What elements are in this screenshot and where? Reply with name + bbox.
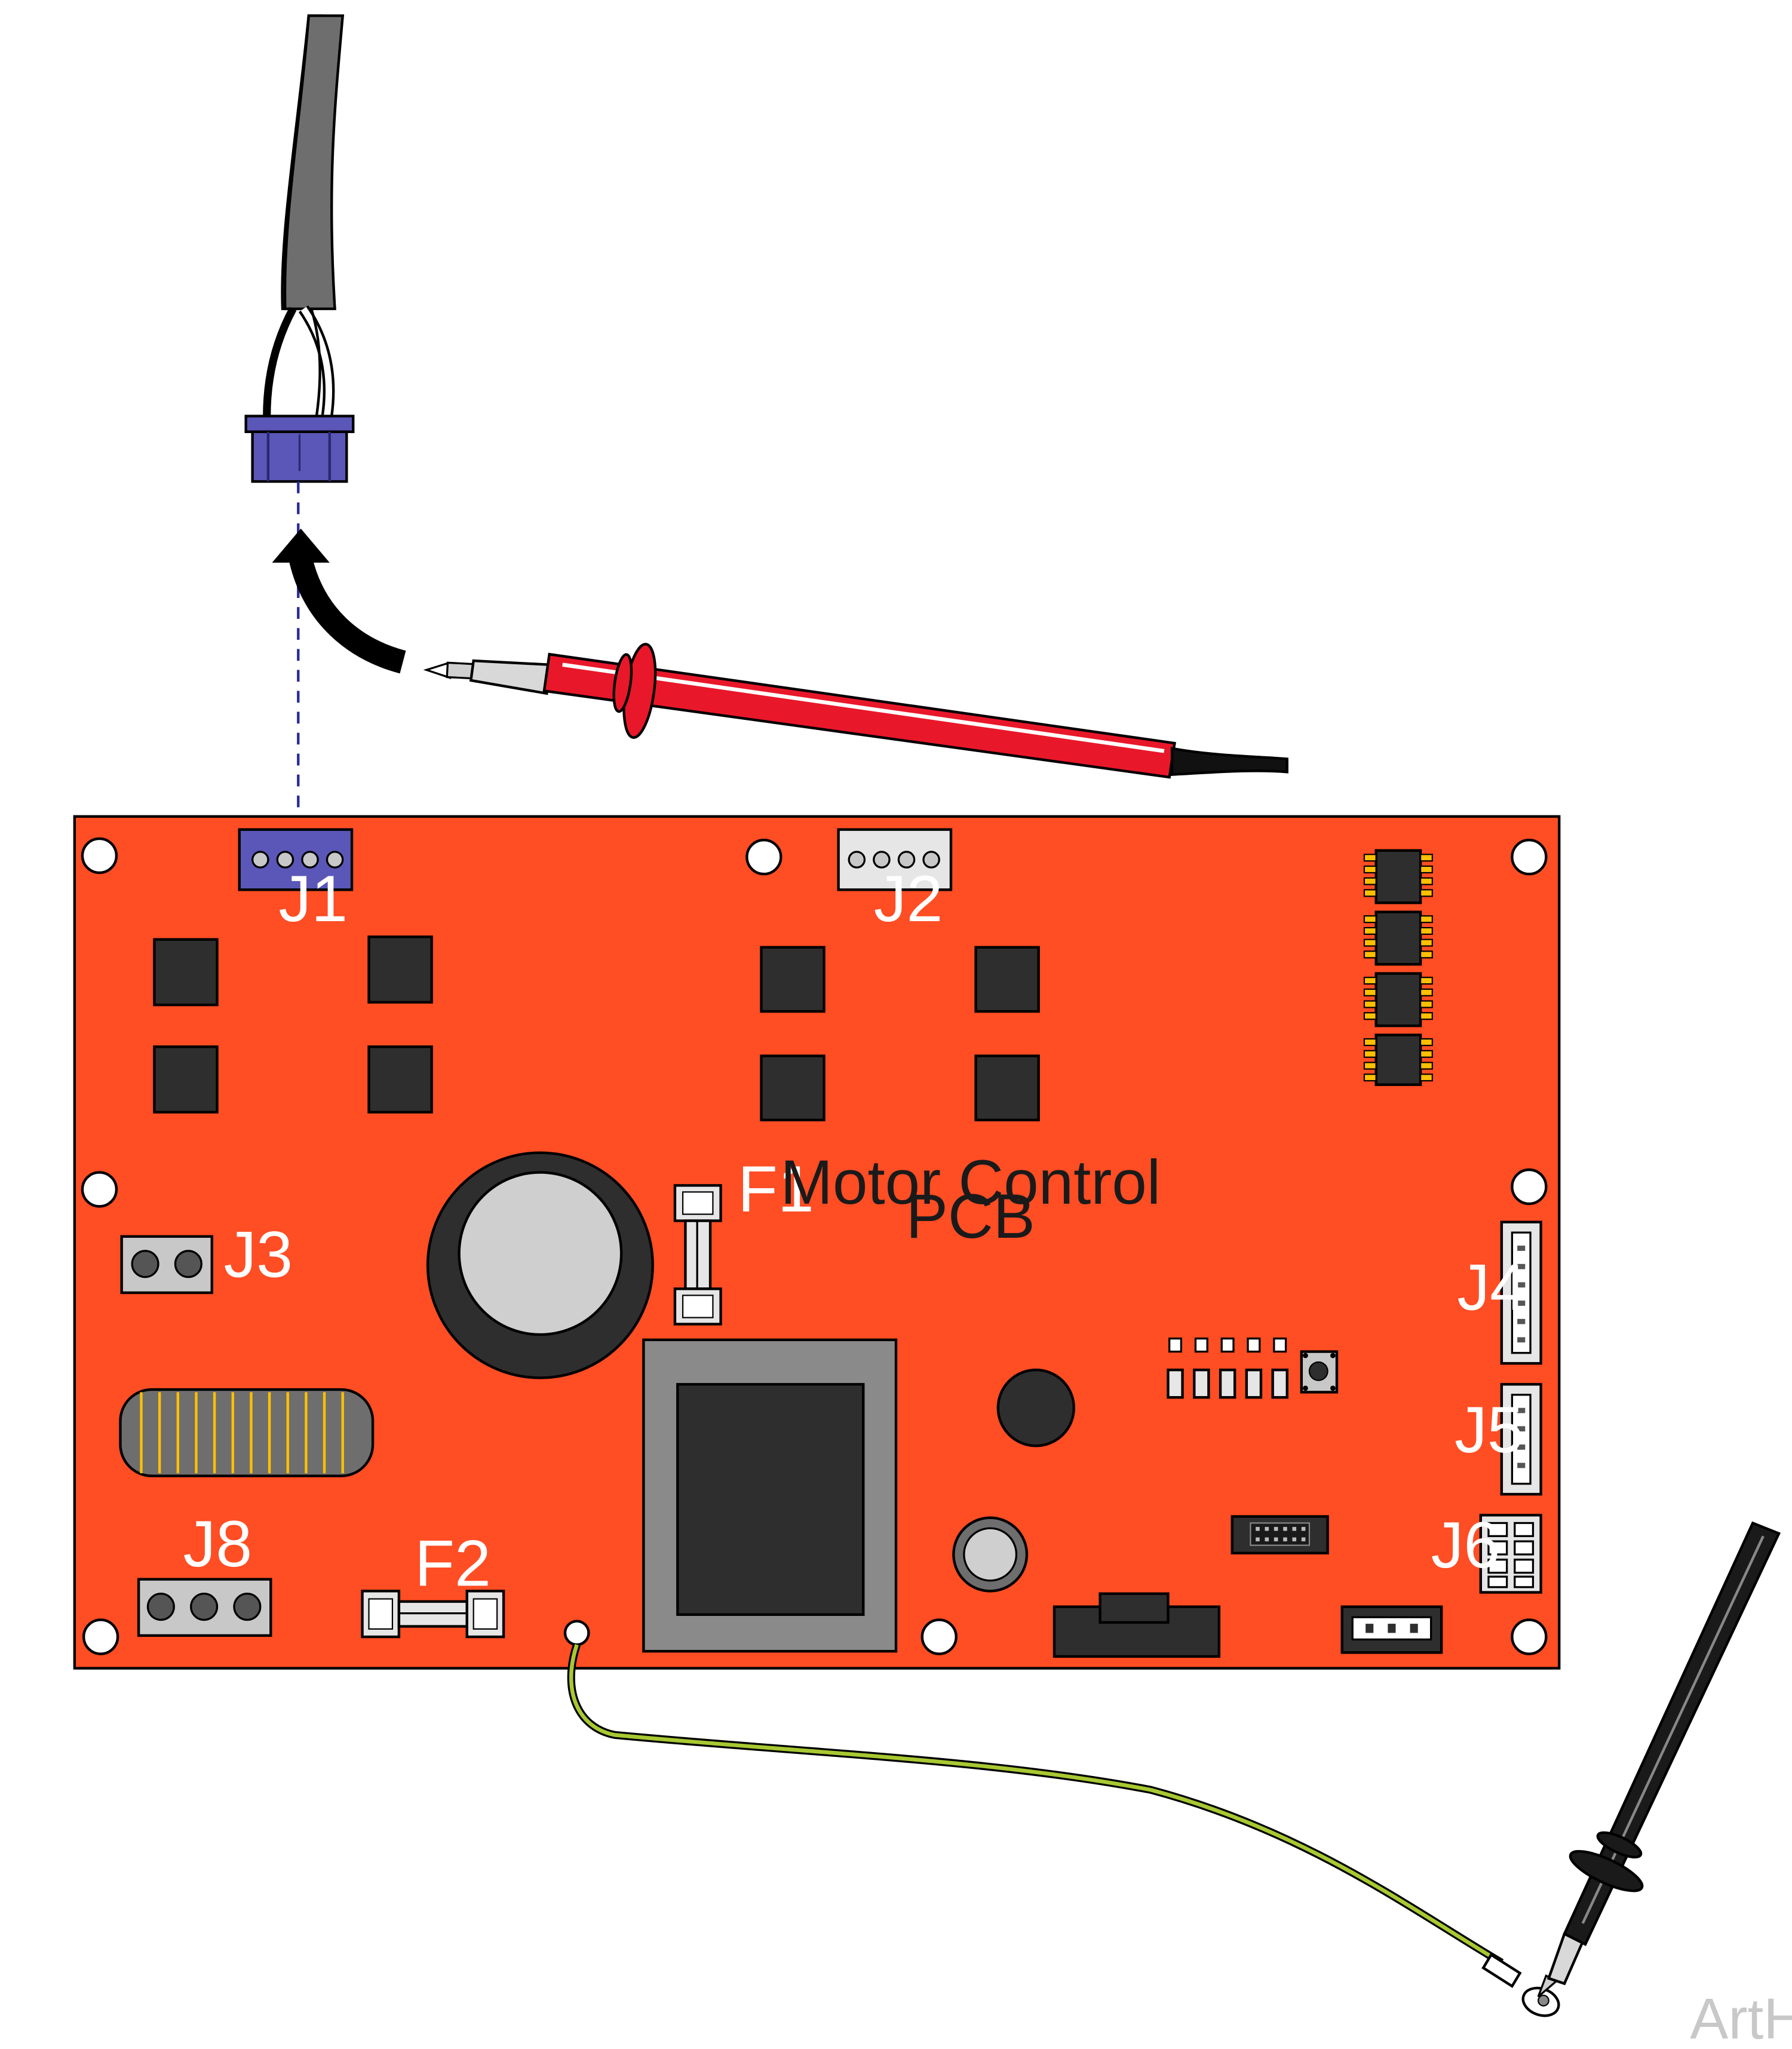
j2-header[interactable] — [837, 828, 953, 891]
f1-label: F1 — [738, 1153, 814, 1226]
red-test-probe-icon — [423, 643, 1288, 779]
j5-connector[interactable] — [1500, 1383, 1542, 1496]
ground-terminal[interactable] — [563, 1619, 590, 1646]
power-transistors — [153, 935, 1040, 1122]
ic-chip — [1363, 972, 1433, 1027]
f1-fuse[interactable] — [673, 1184, 722, 1326]
ic-chip — [1363, 849, 1433, 904]
j1-label: J1 — [278, 863, 348, 935]
pcb-title-line1: Motor Control — [780, 1148, 1161, 1217]
transformer — [642, 1338, 898, 1653]
j3-label: J3 — [223, 1219, 293, 1292]
black-wire — [263, 306, 297, 416]
ground-wire — [567, 1643, 1560, 2017]
j6-label: J6 — [1431, 1509, 1501, 1582]
j1-header[interactable] — [238, 828, 354, 891]
j1-cable-connector[interactable] — [244, 415, 355, 483]
j3-terminal[interactable] — [120, 1235, 213, 1295]
ic-chip — [1363, 1033, 1433, 1086]
push-button-switch[interactable] — [1300, 1350, 1339, 1394]
black-test-probe-icon — [1537, 1521, 1781, 1998]
j5-label: J5 — [1455, 1394, 1524, 1467]
buzzer — [952, 1516, 1029, 1593]
j8-terminal[interactable] — [137, 1578, 272, 1637]
large-capacitor — [426, 1151, 654, 1379]
bottom-header[interactable] — [1053, 1592, 1221, 1658]
round-component — [996, 1369, 1075, 1447]
direction-arrow-icon — [289, 557, 406, 674]
j8-label: J8 — [183, 1508, 253, 1581]
pcb-title-line2: PCB — [906, 1182, 1035, 1252]
j4-connector[interactable] — [1500, 1220, 1542, 1365]
credit-label: ArtHalf — [1690, 1987, 1792, 2049]
f2-fuse[interactable] — [361, 1590, 505, 1639]
led-array — [1167, 1338, 1288, 1399]
ribbon-header[interactable] — [1231, 1515, 1329, 1555]
ic-chips — [1363, 849, 1433, 1086]
mounting-holes — [81, 837, 1548, 1655]
inductor-coil — [119, 1388, 375, 1477]
cable-assembly — [263, 14, 345, 417]
j6-connector[interactable] — [1479, 1514, 1542, 1594]
motor-control-pcb: J1 J2 — [73, 815, 1561, 1670]
ic-chip — [1363, 910, 1433, 966]
small-three-pin-connector[interactable] — [1340, 1605, 1443, 1654]
j2-label: J2 — [874, 863, 943, 935]
j4-label: J4 — [1457, 1251, 1526, 1324]
gray-cable-body — [283, 14, 345, 311]
f2-label: F2 — [415, 1527, 491, 1600]
